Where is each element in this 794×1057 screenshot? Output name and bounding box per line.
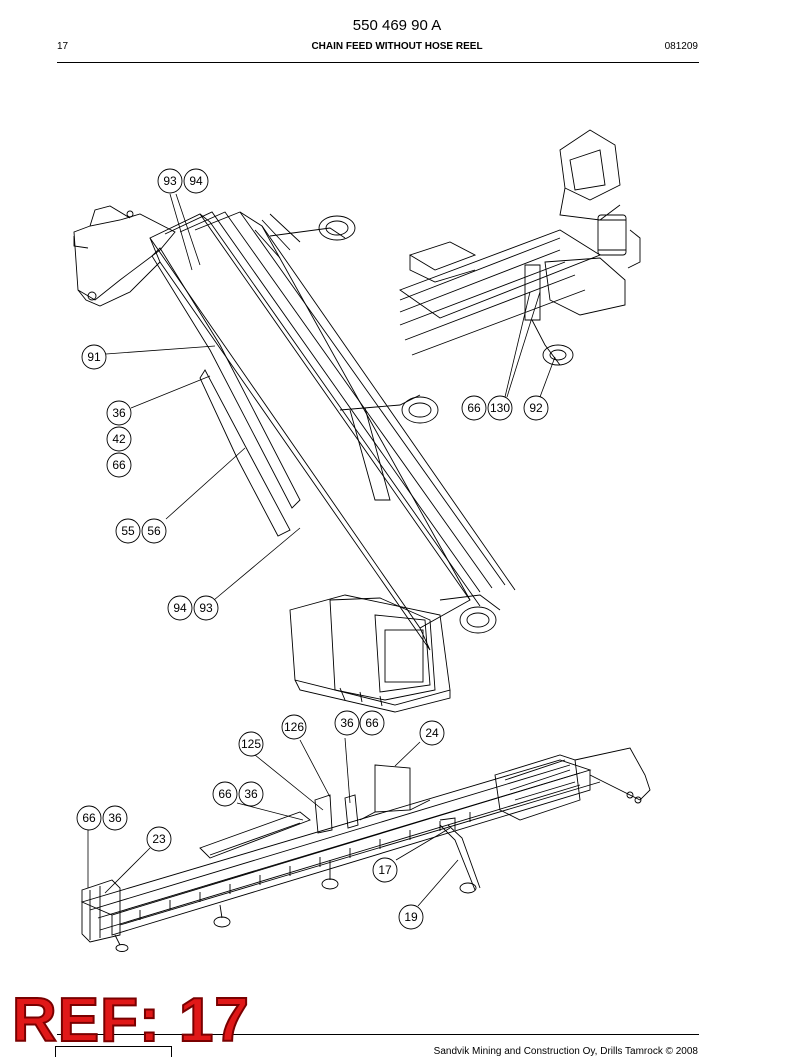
header-rule: [57, 62, 699, 63]
callout-label: 42: [112, 432, 126, 446]
callout-label: 17: [378, 863, 392, 877]
callout-label: 36: [108, 811, 122, 825]
footer-logo-box: [55, 1046, 172, 1057]
callout-label: 66: [467, 401, 481, 415]
callout-bubbles: [76, 168, 549, 930]
part-number: 550 469 90 A: [352, 17, 442, 34]
callout-label: 56: [147, 524, 161, 538]
copyright-text: Sandvik Mining and Construction Oy, Dril…: [433, 1046, 698, 1057]
upper-feed-assembly: [73, 129, 641, 713]
callout-label: 93: [199, 601, 213, 615]
callout-label: 23: [152, 832, 166, 846]
callout-label: 24: [425, 726, 439, 740]
page-number: 17: [57, 41, 69, 52]
callout-label: 91: [87, 350, 101, 364]
callout-label: 94: [189, 174, 203, 188]
callout-label: 19: [404, 910, 418, 924]
callout-label: 130: [490, 401, 510, 415]
document-date: 081209: [664, 41, 698, 52]
callout-label: 125: [241, 737, 261, 751]
callout-label: 66: [112, 458, 126, 472]
ref-stamp: REF: 17: [11, 985, 250, 1056]
callout-label: 36: [244, 787, 258, 801]
callout-label: 36: [112, 406, 126, 420]
callout-label: 92: [529, 401, 543, 415]
lower-feed-assembly: [80, 747, 651, 952]
callout-label: 36: [340, 716, 354, 730]
callout-label: 66: [82, 811, 96, 825]
page-title: CHAIN FEED WITHOUT HOSE REEL: [311, 41, 483, 52]
footer-rule: [57, 1034, 699, 1035]
callout-labels: 93 94 91 36 42 66 55 56 94 93 66 130 92 …: [82, 174, 543, 924]
callout-label: 94: [173, 601, 187, 615]
leader-lines: [87, 193, 556, 907]
callout-label: 66: [365, 716, 379, 730]
callout-label: 55: [121, 524, 135, 538]
callout-label: 93: [163, 174, 177, 188]
callout-label: 66: [218, 787, 232, 801]
callout-label: 126: [284, 720, 304, 734]
